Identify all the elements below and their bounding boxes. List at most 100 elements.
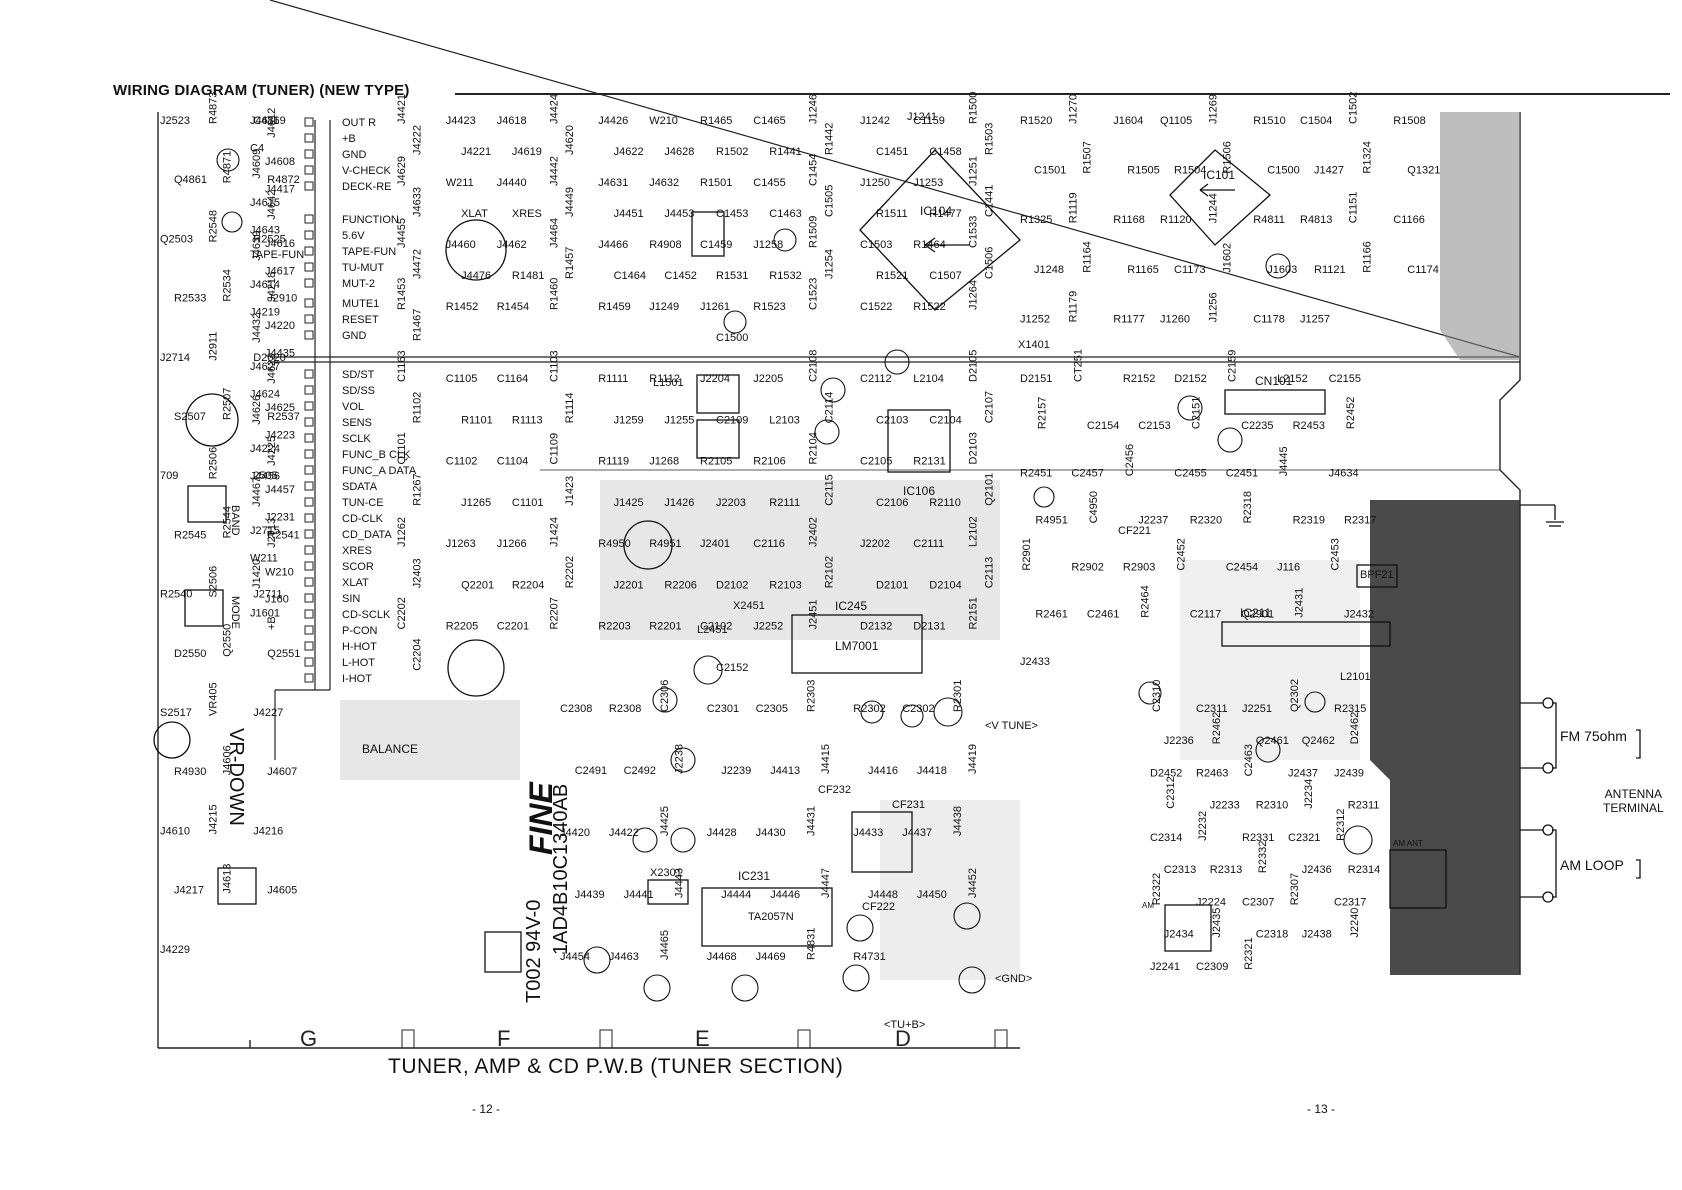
part-label: J1259 [614,414,644,426]
part-label: C1522 [860,301,892,313]
ic-label: IC104 [920,204,952,218]
part-label: Q4861 [174,174,207,186]
part-label: J4618 [497,115,527,127]
part-label: Q2503 [160,233,193,245]
ic-label: X2301 [650,867,682,879]
signal-label: I-HOT [342,673,372,685]
part-label: C2154 [1087,420,1119,432]
part-label: C2317 [1334,896,1366,908]
part-label: J1255 [664,414,694,426]
vr-down-label: VR-DOWN [225,728,247,826]
part-label: C2103 [876,414,908,426]
part-label: C1523 [808,278,820,310]
part-label: J1263 [446,538,476,550]
annotation: AM [1142,901,1154,910]
ic-label: BPF21 [1360,569,1394,581]
part-label: D2105 [968,350,980,382]
signal-label: TAPE-FUN [342,246,396,258]
part-label: J1425 [614,497,644,509]
part-label: C2201 [497,621,529,633]
part-label: J2434 [1164,929,1194,941]
part-label: R2901 [1021,538,1033,570]
part-label: J4467 [251,477,263,507]
part-label: J2438 [1302,929,1332,941]
part-label: R2207 [549,597,561,629]
part-label: C1459 [700,239,732,251]
signal-label: SIN [342,593,360,605]
part-label: C1500 [716,332,748,344]
part-label: J4442 [549,156,561,186]
part-label: J1424 [549,517,561,547]
part-label: D2152 [1174,373,1206,385]
part-label: R2541 [267,529,299,541]
part-label: C2204 [411,638,423,670]
part-label: R1101 [461,414,493,426]
part-label: J1262 [396,517,408,547]
part-label: R1121 [1314,264,1346,276]
part-label: L2102 [968,516,980,547]
signal-label: 5.6V [342,230,365,242]
part-label: C4869 [253,115,285,127]
l1501-coil [696,419,740,459]
part-label: C2102 [700,621,732,633]
ic-label: X2451 [733,600,765,612]
signal-label: P-CON [342,625,378,637]
part-label: J1252 [1020,313,1050,325]
part-label: C2115 [824,474,836,506]
part-label: C1455 [753,177,785,189]
bpf21-body [1356,564,1398,588]
part-label: J1601 [250,607,280,619]
part-label: J4464 [549,218,561,248]
part-label: J1423 [564,476,576,506]
part-label: J2715 [250,525,280,537]
signal-label: SD/SS [342,385,375,397]
part-label: C1463 [769,208,801,220]
part-label: R1505 [1127,165,1159,177]
part-label: C2308 [560,703,592,715]
part-label: J4445 [1278,446,1290,476]
part-label: J2437 [1288,767,1318,779]
part-label: C1458 [929,146,961,158]
part-label: R1467 [411,309,423,341]
part-label: C2453 [1330,538,1342,570]
signal-label: CD-SCLK [342,609,391,621]
part-label: C2310 [1151,680,1163,712]
part-label: J4221 [461,146,491,158]
part-label: J2224 [1196,896,1226,908]
part-label: J2238 [673,744,685,774]
part-label: J1261 [700,301,730,313]
part-label: C2107 [984,391,996,423]
part-label: S2517 [160,707,192,719]
part-label: J4433 [853,827,883,839]
part-label: R1523 [753,301,785,313]
page-number-right: - 13 - [1307,1102,1336,1116]
part-label: R2534 [222,269,234,301]
part-label: R2106 [753,456,785,468]
part-label: R1165 [1127,264,1159,276]
part-label: C1178 [1253,313,1285,325]
part-label: J2402 [808,517,820,547]
part-label: R2311 [1348,800,1380,812]
part-label: J4413 [770,765,800,777]
part-label: J4446 [770,889,800,901]
part-label: C2301 [707,703,739,715]
part-label: J4217 [174,885,204,897]
part-label: J4424 [549,94,561,124]
switch-band [187,485,227,523]
part-label: R1168 [1113,214,1145,226]
part-label: J4624 [250,389,280,401]
part-label: J4451 [614,208,644,220]
part-label: R1119 [1068,192,1080,223]
part-label: C1533 [968,216,980,248]
part-label: R1453 [396,278,408,310]
l2152-coil [1164,904,1212,952]
part-label: C2305 [756,703,788,715]
part-label: J2432 [1344,609,1374,621]
part-label: R2151 [968,597,980,629]
part-label: J4628 [664,146,694,158]
column-tab [401,1029,415,1049]
part-label: R1452 [446,301,478,313]
part-label: J4420 [560,827,590,839]
part-label: J4617 [265,265,295,277]
signal-label: SCLK [342,433,371,445]
